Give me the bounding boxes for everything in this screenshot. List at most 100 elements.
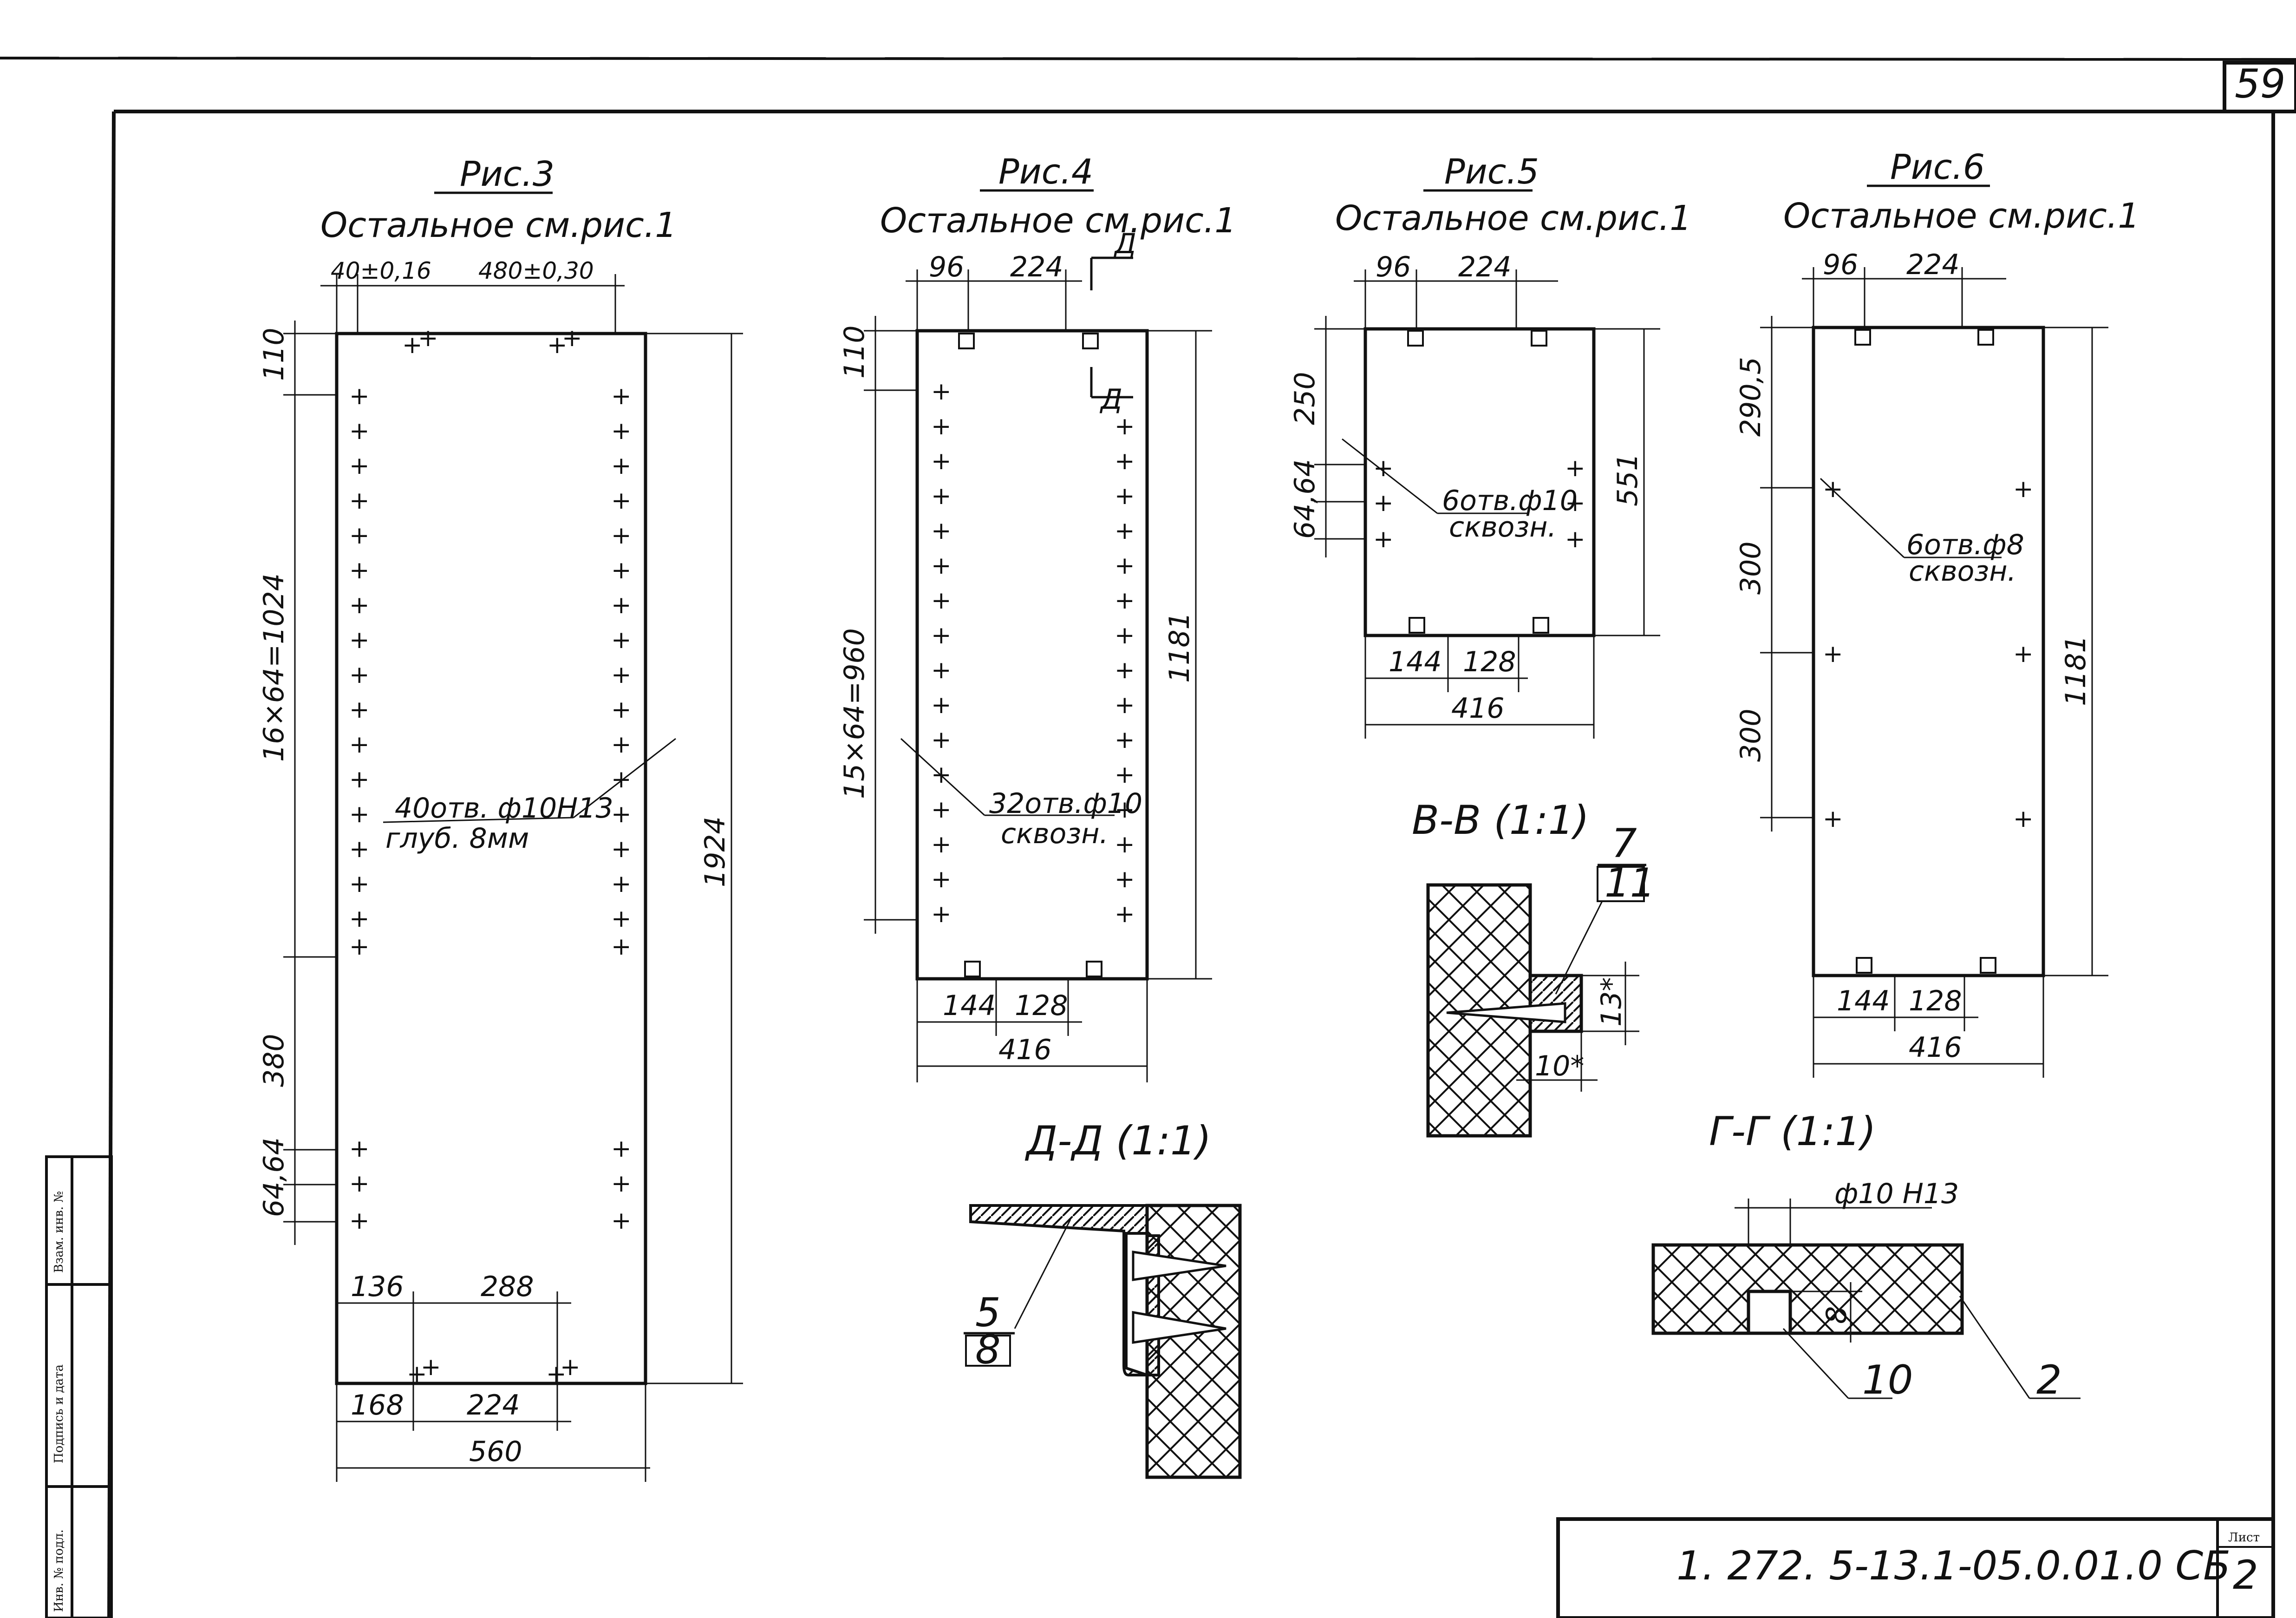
fig4-dim-bottom-1: 144 [943, 989, 996, 1022]
svg-text:+: + [560, 1353, 581, 1381]
fig5: Рис.5 Остальное см.рис.1 96 224 250 64,6… [1289, 152, 1691, 739]
fig3-callout-1: 40отв. ф10Н13 [395, 792, 613, 825]
svg-text:+: + [611, 766, 632, 793]
fig4-section-mark-side: Д [1099, 383, 1122, 416]
svg-text:+: + [611, 417, 632, 445]
fig5-dim-bottom-3: 416 [1451, 692, 1505, 725]
fig4-plate [915, 329, 1149, 981]
section-vv-ref-7: 7 [1611, 820, 1637, 867]
fig4-callout-2: сквозн. [1001, 818, 1109, 850]
fig4-dim-left-1: 110 [838, 325, 871, 379]
fig6-dim-right: 1181 [2060, 635, 2092, 706]
svg-text:+: + [931, 517, 952, 545]
section-gg-title: Г-Г (1:1) [1709, 1108, 1876, 1155]
svg-text:+: + [1115, 622, 1135, 649]
svg-text:+: + [546, 1360, 567, 1388]
section-gg-ref-2: 2 [2036, 1357, 2062, 1403]
svg-text:+: + [1115, 691, 1135, 719]
svg-text:+: + [349, 1170, 370, 1198]
fig5-dim-top-2: 224 [1458, 251, 1512, 283]
fig3-holes: ++++ ++++ ++++ ++++ + ++++ ++++ ++++ +++… [349, 324, 632, 1388]
section-gg: Г-Г (1:1) ф10 Н13 8 10 2 [1651, 1108, 2081, 1403]
svg-text:+: + [349, 487, 370, 515]
fig6: Рис.6 Остальное см.рис.1 96 224 290,5 30… [1735, 147, 2139, 1078]
section-dd: Д-Д (1:1) 5 8 [964, 1118, 1242, 1479]
fig4-dim-right: 1181 [1163, 612, 1196, 683]
svg-text:+: + [2013, 640, 2034, 668]
fig6-dim-bottom-1: 144 [1837, 985, 1890, 1017]
svg-text:+: + [931, 831, 952, 858]
svg-text:+: + [931, 726, 952, 754]
svg-text:+: + [611, 870, 632, 898]
svg-text:+: + [931, 622, 952, 649]
fig5-dim-left-2: 64,64 [1289, 459, 1321, 539]
section-gg-dim-hole: ф10 Н13 [1834, 1178, 1959, 1210]
document-code: 1. 272. 5-13.1-05.0.01.0 СБ [1676, 1543, 2231, 1589]
sheet-frame [0, 57, 2296, 1618]
fig3-dim-top-1: 40±0,16 [331, 257, 431, 284]
svg-text:+: + [1115, 831, 1135, 858]
svg-text:+: + [349, 766, 370, 793]
svg-text:+: + [931, 656, 952, 684]
section-gg-ref-10: 10 [1862, 1357, 1913, 1403]
fig4-subtitle: Остальное см.рис.1 [880, 201, 1236, 241]
fig5-subtitle: Остальное см.рис.1 [1335, 198, 1691, 238]
stamp-signature-date: Подпись и дата [52, 1364, 66, 1463]
fig6-callout-1: 6отв.ф8 [1906, 529, 2024, 561]
section-dd-ref-5: 5 [975, 1290, 1001, 1336]
svg-text:+: + [611, 905, 632, 933]
section-vv-dim-13: 13* [1595, 977, 1628, 1027]
svg-text:+: + [611, 626, 632, 654]
fig3-dim-bottom-2: 288 [481, 1271, 534, 1303]
svg-text:+: + [349, 905, 370, 933]
stamp-replace-inv: Взам. инв. № [52, 1191, 66, 1273]
svg-text:+: + [931, 587, 952, 615]
svg-text:+: + [1115, 413, 1135, 440]
fig6-subtitle: Остальное см.рис.1 [1783, 196, 2139, 236]
fig3-dim-bottom-3: 168 [351, 1389, 404, 1421]
svg-text:+: + [1115, 900, 1135, 928]
fig5-holes: +++ +++ [1373, 454, 1585, 553]
fig6-title: Рис.6 [1890, 147, 1985, 187]
sheet-label: Лист [2228, 1531, 2260, 1545]
svg-text:+: + [402, 331, 423, 359]
fig5-dim-left-1: 250 [1289, 372, 1321, 425]
fig3-dim-top-2: 480±0,30 [478, 257, 594, 284]
svg-text:+: + [1115, 552, 1135, 580]
fig4-holes: ++++ ++++ ++++ ++++ +++ ++++ ++++ ++++ [931, 378, 1135, 928]
fig5-callout-1: 6отв.ф10 [1442, 485, 1578, 517]
fig3-dim-bottom-4: 224 [467, 1389, 520, 1421]
fig4: Рис.4 Остальное см.рис.1 Д Д 96 224 110 … [838, 152, 1236, 1082]
svg-text:+: + [1115, 447, 1135, 475]
section-gg-dim-depth: 8 [1820, 1306, 1853, 1324]
fig3-dim-left-1: 110 [258, 328, 290, 381]
svg-text:+: + [1373, 454, 1394, 482]
svg-text:+: + [611, 557, 632, 584]
section-vv-dim-10: 10* [1535, 1050, 1584, 1082]
fig6-plate [1812, 326, 2045, 977]
svg-text:+: + [421, 1353, 441, 1381]
svg-text:+: + [1115, 656, 1135, 684]
title-block [1556, 1517, 2275, 1618]
svg-text:+: + [1115, 796, 1135, 824]
fig3-dim-left-3: 380 [258, 1034, 290, 1087]
svg-text:+: + [611, 452, 632, 480]
fig3-title: Рис.3 [460, 154, 554, 194]
svg-text:+: + [611, 835, 632, 863]
fig5-dim-bottom-2: 128 [1463, 646, 1516, 678]
svg-text:+: + [1823, 475, 1843, 503]
svg-text:+: + [349, 626, 370, 654]
svg-text:+: + [931, 378, 952, 406]
svg-text:+: + [1565, 489, 1585, 517]
svg-text:+: + [1565, 525, 1585, 553]
fig3-subtitle: Остальное см.рис.1 [320, 205, 677, 245]
svg-text:+: + [418, 324, 438, 352]
fig3-dim-left-2: 16×64=1024 [258, 573, 290, 762]
svg-text:+: + [407, 1360, 427, 1388]
fig3-callout-2: глуб. 8мм [385, 822, 529, 855]
fig6-dim-left-2: 300 [1735, 541, 1767, 595]
svg-text:+: + [349, 417, 370, 445]
svg-text:+: + [611, 1135, 632, 1163]
svg-text:+: + [611, 661, 632, 689]
fig3-plate [335, 332, 647, 1385]
